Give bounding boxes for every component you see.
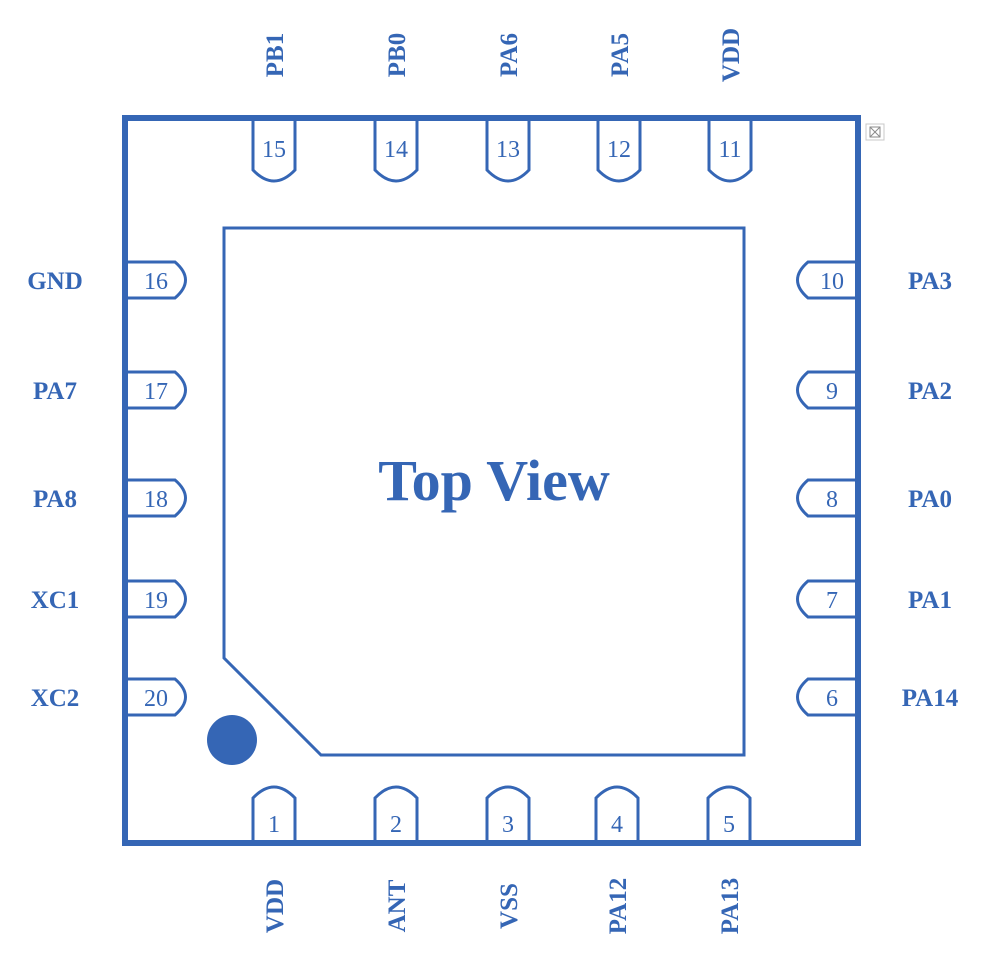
pin-number: 14 bbox=[384, 137, 408, 163]
pin1-indicator-dot bbox=[207, 715, 257, 765]
pin-pad bbox=[706, 785, 752, 840]
pin-number: 19 bbox=[144, 588, 168, 614]
package-outline bbox=[122, 115, 861, 846]
exposed-pad bbox=[222, 226, 746, 757]
pin-label: PA14 bbox=[902, 685, 959, 712]
pin-label: PA1 bbox=[908, 587, 952, 614]
pin-number: 6 bbox=[826, 686, 838, 712]
pin-number: 5 bbox=[723, 812, 735, 838]
pin-label: PA8 bbox=[33, 486, 77, 513]
pin-number: 3 bbox=[502, 812, 514, 838]
pin-14: 14 PB0 bbox=[373, 33, 419, 183]
pin-pad bbox=[128, 579, 187, 619]
pin-pad bbox=[485, 785, 531, 840]
pin-17: 17 PA7 bbox=[33, 370, 187, 410]
pin-15: 15 PB1 bbox=[251, 33, 297, 183]
pin-18: 18 PA8 bbox=[33, 478, 187, 518]
pin-pad bbox=[485, 121, 531, 183]
pin-label: XC2 bbox=[31, 685, 80, 712]
pin-label: VDD bbox=[262, 879, 289, 933]
pin-label: PB0 bbox=[384, 33, 411, 77]
pin-number: 10 bbox=[820, 269, 844, 295]
pin-pad bbox=[796, 677, 855, 717]
pin-number: 4 bbox=[611, 812, 623, 838]
pin-label: PA0 bbox=[908, 486, 952, 513]
pin-9: 9 PA2 bbox=[796, 370, 952, 410]
pin-7: 7 PA1 bbox=[796, 579, 952, 619]
pin-pad bbox=[707, 121, 753, 183]
pin-number: 9 bbox=[826, 379, 838, 405]
pin-pad bbox=[128, 370, 187, 410]
pin-pad bbox=[594, 785, 640, 840]
pin-8: 8 PA0 bbox=[796, 478, 952, 518]
pin-label: PB1 bbox=[262, 33, 289, 77]
pin-pad bbox=[796, 579, 855, 619]
pin-label: PA5 bbox=[607, 33, 634, 77]
pin-number: 2 bbox=[390, 812, 402, 838]
pins-top: 15 PB1 14 PB0 13 PA6 12 PA5 11 VDD bbox=[251, 28, 753, 183]
pin-number: 12 bbox=[607, 137, 631, 163]
pin-label: PA2 bbox=[908, 378, 952, 405]
pin-number: 1 bbox=[268, 812, 280, 838]
pins-left: 16 GND 17 PA7 18 PA8 19 XC1 20 XC2 bbox=[27, 260, 187, 717]
pin-label: PA13 bbox=[717, 878, 744, 934]
pin-number: 7 bbox=[826, 588, 838, 614]
pins-right: 10 PA3 9 PA2 8 PA0 7 PA1 6 PA14 bbox=[796, 260, 959, 717]
pin-pad bbox=[128, 478, 187, 518]
pin-number: 8 bbox=[826, 487, 838, 513]
pin-16: 16 GND bbox=[27, 260, 187, 300]
resize-handle-icon[interactable] bbox=[865, 123, 885, 141]
pin-number: 16 bbox=[144, 269, 168, 295]
pin-number: 18 bbox=[144, 487, 168, 513]
diagram-title: Top View bbox=[378, 448, 610, 513]
pin-pad bbox=[596, 121, 642, 183]
pin-10: 10 PA3 bbox=[796, 260, 952, 300]
pin-pad bbox=[128, 677, 187, 717]
pin-pad bbox=[796, 370, 855, 410]
pin-label: XC1 bbox=[31, 587, 80, 614]
pin-19: 19 XC1 bbox=[31, 579, 187, 619]
pin-12: 12 PA5 bbox=[596, 33, 642, 183]
pin-label: ANT bbox=[384, 879, 411, 932]
pin-pad bbox=[373, 785, 419, 840]
pin-pad bbox=[796, 478, 855, 518]
pin-number: 20 bbox=[144, 686, 168, 712]
pin-number: 11 bbox=[718, 137, 741, 163]
pin-pad bbox=[251, 785, 297, 840]
pin-number: 17 bbox=[144, 379, 168, 405]
pin-label: PA3 bbox=[908, 268, 952, 295]
pin-pad bbox=[251, 121, 297, 183]
pin-number: 13 bbox=[496, 137, 520, 163]
pin-pad bbox=[128, 260, 187, 300]
pin-11: 11 VDD bbox=[707, 28, 753, 183]
pin-pad bbox=[796, 260, 855, 300]
pin-label: GND bbox=[27, 268, 83, 295]
pin-pad bbox=[373, 121, 419, 183]
pin-number: 15 bbox=[262, 137, 286, 163]
pin-6: 6 PA14 bbox=[796, 677, 959, 717]
pin-label: PA12 bbox=[605, 878, 632, 934]
pin-20: 20 XC2 bbox=[31, 677, 187, 717]
pin-label: VSS bbox=[496, 883, 523, 929]
pin-label: PA7 bbox=[33, 378, 77, 405]
pin-label: VDD bbox=[718, 28, 745, 82]
pin-label: PA6 bbox=[496, 33, 523, 77]
pin-13: 13 PA6 bbox=[485, 33, 531, 183]
